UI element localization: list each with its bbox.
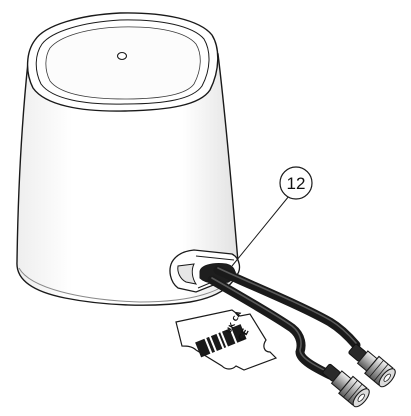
cable-upper [213,265,361,350]
callout-number: 12 [287,174,306,193]
housing-top-ring [35,19,210,105]
callout-circle [279,166,313,200]
sma-connector-lower [322,363,370,408]
cable-lower-highlight [211,277,331,374]
cables [207,265,361,380]
housing-side [16,53,239,306]
callout-leader-line [231,195,290,267]
label-barcode [195,324,247,358]
antenna-housing [16,12,239,306]
cable-upper-highlight [217,267,357,344]
sma-connector-upper [348,343,396,388]
top-center-hole [116,51,128,61]
callout-12: 12 [231,166,313,267]
label-tag: UK CA CE [175,309,278,371]
housing-top-ring-inner [45,26,201,100]
gland-face [177,263,198,285]
